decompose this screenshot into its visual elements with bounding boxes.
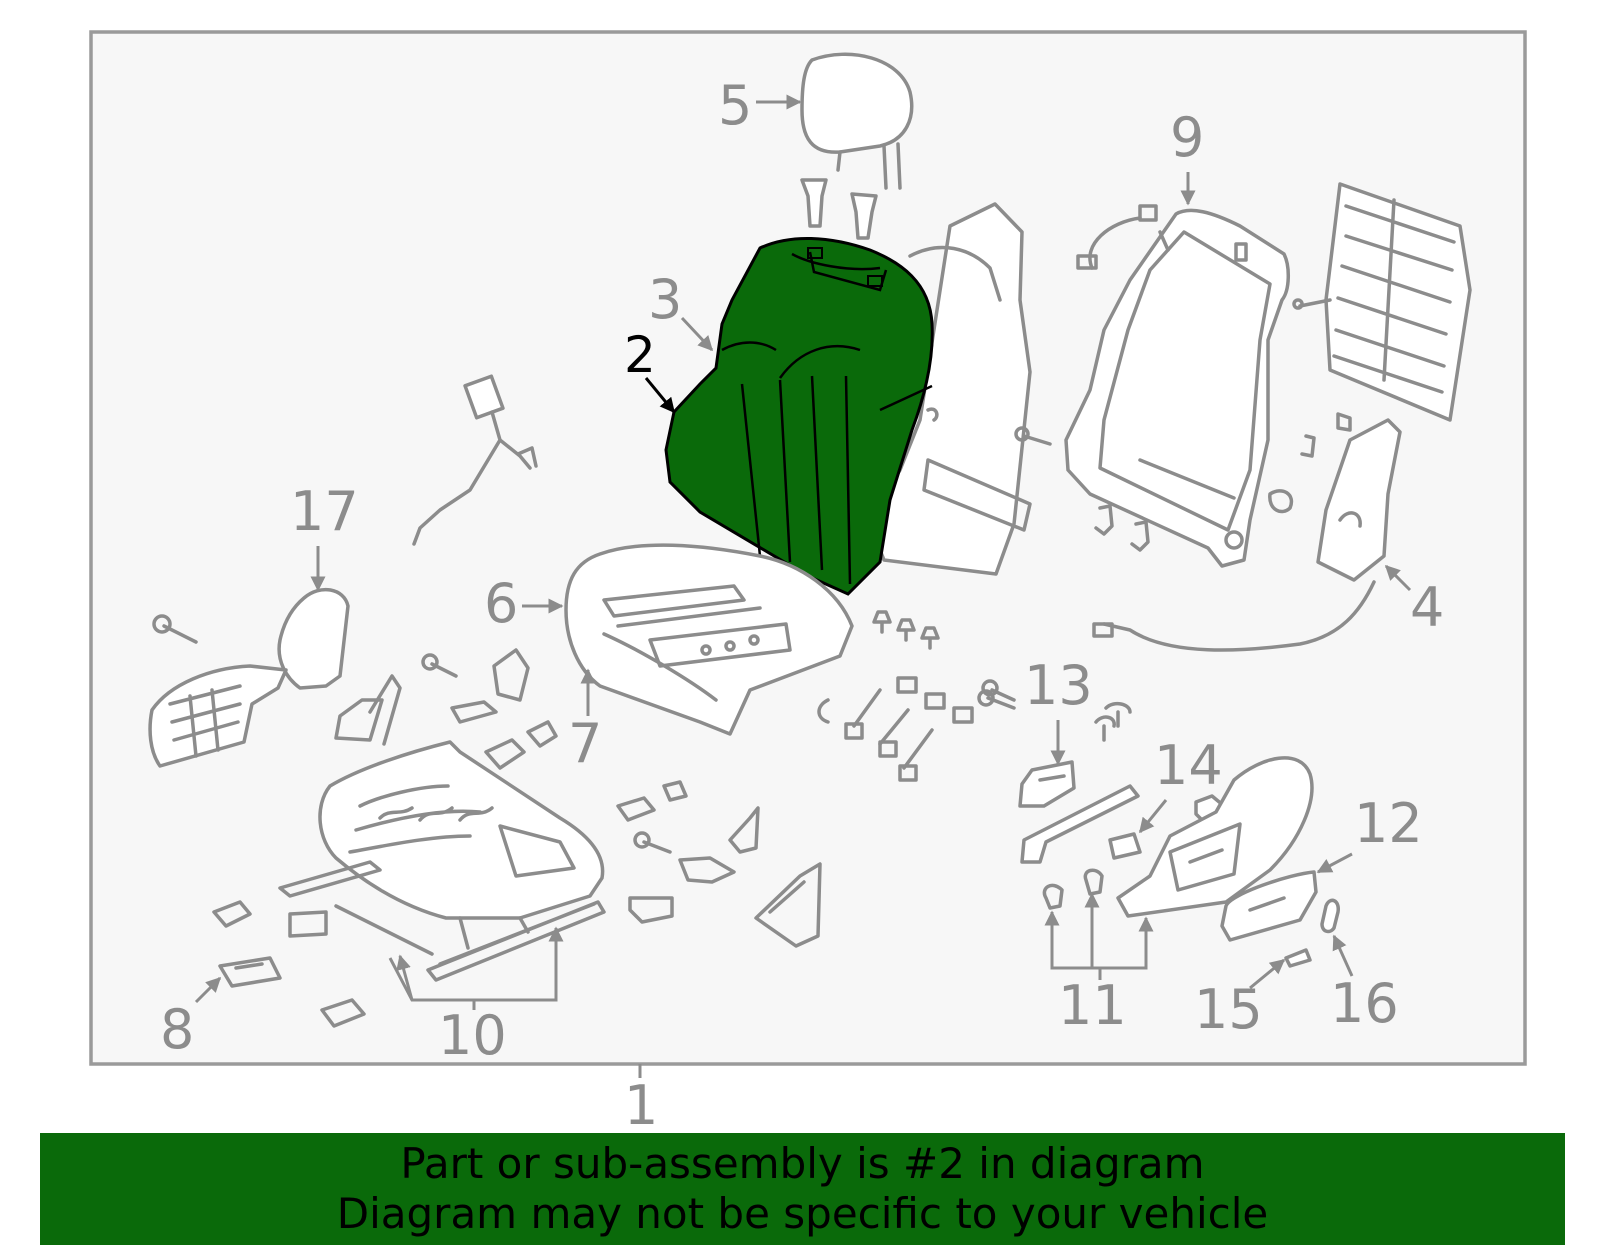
small-clips-right xyxy=(1014,412,1352,552)
callout-17: 17 xyxy=(290,480,359,543)
callout-13: 13 xyxy=(1024,654,1093,717)
small-parts-left xyxy=(212,648,558,1028)
callout-16: 16 xyxy=(1330,972,1399,1035)
side-shield-part xyxy=(1092,418,1402,652)
seat-cushion-part xyxy=(564,543,854,736)
seatbelt-buckle-part xyxy=(412,374,538,546)
callout-9: 9 xyxy=(1170,106,1204,169)
leader-arrows xyxy=(194,94,1412,1010)
lower-right-parts xyxy=(981,679,1340,968)
seatback-cover-highlighted xyxy=(664,236,934,596)
callout-7: 7 xyxy=(568,712,602,775)
callout-15: 15 xyxy=(1194,978,1263,1041)
callout-14: 14 xyxy=(1154,734,1223,797)
seat-frame-track-part xyxy=(278,740,606,982)
info-banner: Part or sub-assembly is #2 in diagram Di… xyxy=(40,1133,1565,1245)
callout-10: 10 xyxy=(438,1004,507,1067)
fasteners-center xyxy=(817,610,1016,782)
headrest-guides xyxy=(800,178,878,240)
seatback-frame-part xyxy=(1064,208,1290,568)
banner-line-disclaimer: Diagram may not be specific to your vehi… xyxy=(336,1189,1269,1238)
callout-6: 6 xyxy=(484,572,518,635)
callout-8: 8 xyxy=(160,998,194,1061)
headrest-part xyxy=(800,52,914,190)
callout-5: 5 xyxy=(718,74,752,137)
callout-11: 11 xyxy=(1058,974,1127,1037)
callout-3: 3 xyxy=(648,268,682,331)
side-cover-left-part xyxy=(148,587,350,768)
banner-line-part-number: Part or sub-assembly is #2 in diagram xyxy=(400,1139,1205,1188)
lumbar-support-part xyxy=(1292,182,1472,422)
callout-2-selected: 2 xyxy=(624,326,656,384)
callout-12: 12 xyxy=(1354,792,1423,855)
wire-harness-9 xyxy=(1076,204,1158,270)
small-parts-center-low xyxy=(616,780,822,948)
callout-1: 1 xyxy=(624,1074,658,1137)
callout-4: 4 xyxy=(1410,576,1444,639)
